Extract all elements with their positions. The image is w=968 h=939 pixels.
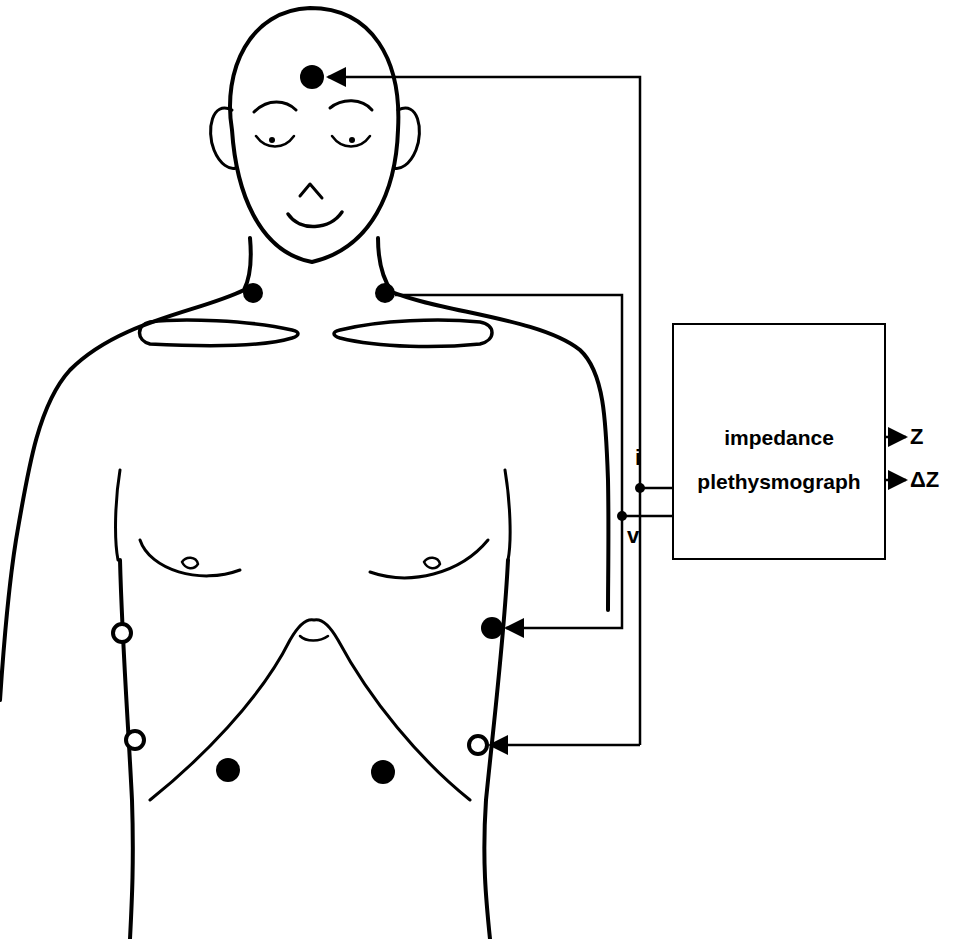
lead-wires	[328, 77, 906, 745]
signal-name: v	[627, 524, 639, 548]
signal-name: Z	[910, 425, 923, 449]
box-label: impedance plethysmograph	[678, 416, 880, 504]
signal-name: i	[635, 446, 641, 470]
head-outline	[230, 8, 398, 262]
instrument-box: impedance plethysmograph	[672, 323, 886, 560]
electrodes	[113, 65, 503, 784]
signal-name: ΔZ	[910, 468, 939, 492]
